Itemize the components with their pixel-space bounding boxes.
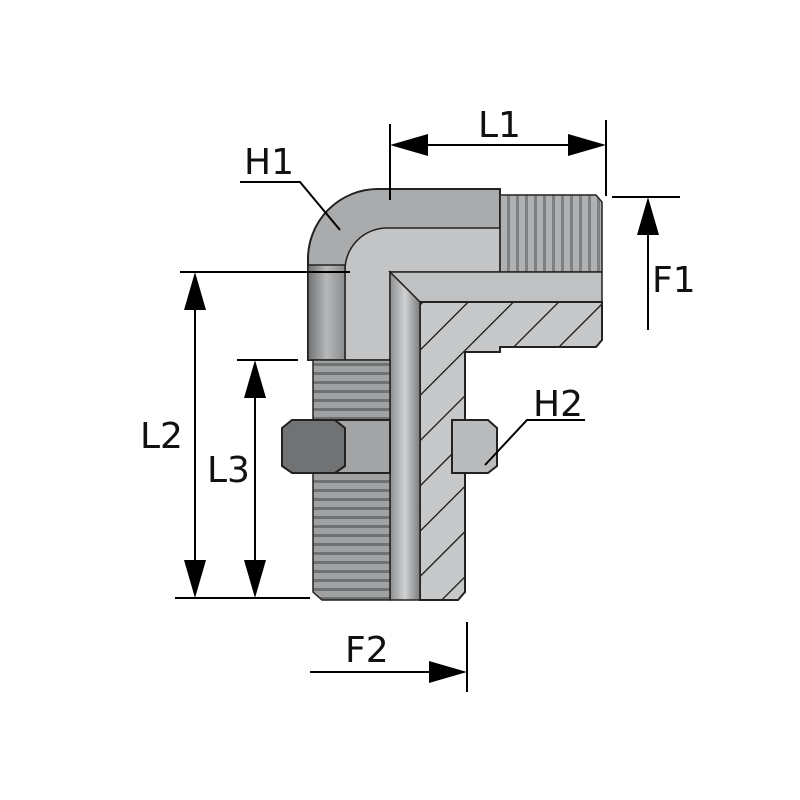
horizontal-bore bbox=[388, 271, 603, 303]
label-l1: L1 bbox=[478, 105, 521, 146]
outlet-thread bbox=[499, 194, 603, 273]
elbow-body bbox=[306, 188, 501, 361]
label-f2: F2 bbox=[345, 630, 389, 671]
arrowheads bbox=[184, 134, 659, 683]
locknut bbox=[281, 419, 498, 474]
vertical-bore bbox=[389, 270, 421, 601]
label-f1: F1 bbox=[652, 260, 696, 301]
section-hatch bbox=[419, 301, 603, 601]
label-h1: H1 bbox=[244, 142, 294, 183]
label-h2: H2 bbox=[533, 384, 583, 425]
label-l2: L2 bbox=[140, 416, 183, 457]
inlet-thread bbox=[312, 359, 391, 601]
label-l3: L3 bbox=[207, 450, 250, 491]
